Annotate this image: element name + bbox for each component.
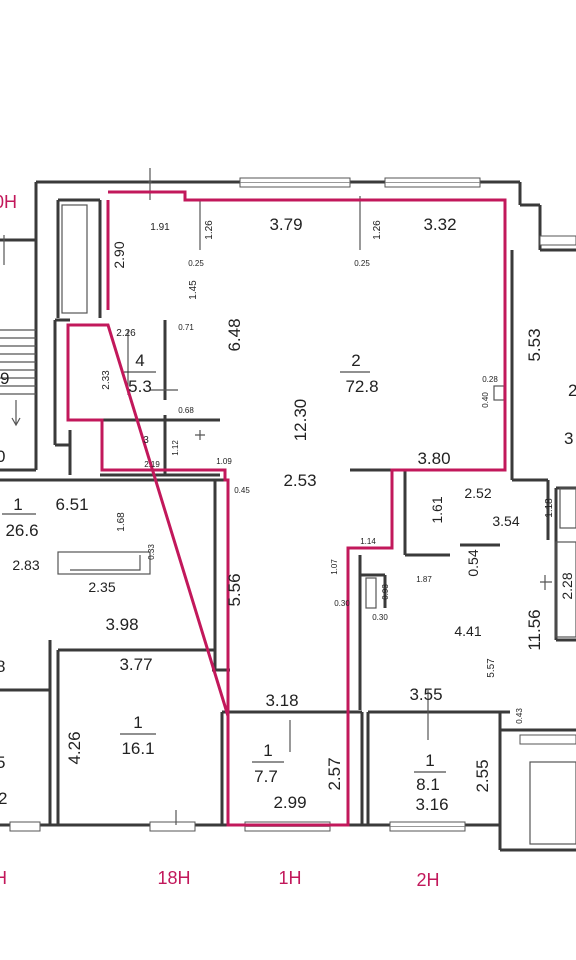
- room-area-4: 5.3: [128, 377, 152, 396]
- room-number-left2: 1: [133, 713, 142, 732]
- dim-1-07: 1.07: [330, 559, 339, 575]
- dim-0-25a: 0.25: [188, 259, 204, 268]
- edge-fragments: 0H 9 0 8 5 2 2 3 H: [0, 192, 576, 888]
- dim-5-56: 5.56: [225, 573, 244, 606]
- dim-1-91: 1.91: [150, 222, 170, 233]
- entrance-18h: 18H: [157, 868, 190, 888]
- dim-0-40: 0.40: [481, 392, 490, 408]
- entrance-labels: 18H 1H 2H: [157, 868, 439, 890]
- dim-2-26: 2.26: [116, 328, 136, 339]
- room-area-bottom-mid: 7.7: [254, 767, 278, 786]
- dim-2-53: 2.53: [283, 471, 316, 490]
- dim-1-12: 1.12: [171, 440, 180, 456]
- dim-1-61: 1.61: [429, 496, 445, 523]
- dim-2-83: 2.83: [12, 557, 39, 573]
- room-area-main: 72.8: [345, 377, 378, 396]
- dim-1-26b: 1.26: [372, 220, 383, 240]
- dim-2-52: 2.52: [464, 485, 491, 501]
- dim-1-45: 1.45: [188, 280, 199, 300]
- dim-0-45: 0.45: [234, 486, 250, 495]
- dim-4-41: 4.41: [454, 623, 481, 639]
- dim-2-28: 2.28: [559, 572, 575, 599]
- dim-0-93: 0.93: [381, 584, 390, 600]
- room-number-left: 1: [13, 495, 22, 514]
- dim-3-16: 3.16: [415, 795, 448, 814]
- fixtures: [0, 168, 576, 845]
- dim-3-79: 3.79: [269, 215, 302, 234]
- dim-3-98: 3.98: [105, 615, 138, 634]
- left-fragment-8: 8: [0, 657, 5, 676]
- dim-3-80: 3.80: [417, 449, 450, 468]
- room-number-3: 3: [143, 435, 149, 446]
- room-area-left: 26.6: [5, 521, 38, 540]
- dim-0-43: 0.43: [515, 708, 524, 724]
- dim-2-35: 2.35: [88, 579, 115, 595]
- entrance-top-left-fragment: 0H: [0, 192, 17, 212]
- dim-6-51: 6.51: [55, 495, 88, 514]
- dim-0-30a: 0.30: [334, 599, 350, 608]
- dim-0-71: 0.71: [178, 323, 194, 332]
- right-fragment-2: 2: [568, 381, 576, 400]
- dim-3-55: 3.55: [409, 685, 442, 704]
- dim-5-57: 5.57: [486, 658, 497, 678]
- dim-1-26a: 1.26: [204, 220, 215, 240]
- dim-3-77: 3.77: [119, 655, 152, 674]
- dim-2-19: 2.19: [144, 460, 160, 469]
- left-fragment-9: 9: [0, 369, 9, 388]
- dim-1-87: 1.87: [416, 575, 432, 584]
- room-number-4: 4: [135, 351, 144, 370]
- dim-4-26: 4.26: [65, 731, 84, 764]
- entrance-bottom-left-fragment: H: [0, 868, 7, 888]
- windows: [9, 177, 576, 832]
- dim-0-30b: 0.30: [372, 613, 388, 622]
- dim-3-18: 3.18: [265, 691, 298, 710]
- dim-1-14: 1.14: [360, 537, 376, 546]
- room-labels: 2 72.8 4 5.3 3 1 26.6 1 16.1 1 7.7 1 8.1: [2, 351, 446, 794]
- dim-1-18: 1.18: [544, 498, 555, 518]
- right-fragment-3: 3: [564, 429, 573, 448]
- dim-0-33: 0.33: [147, 544, 156, 560]
- dim-2-55: 2.55: [473, 759, 492, 792]
- dim-0-25b: 0.25: [354, 259, 370, 268]
- dim-2-99: 2.99: [273, 793, 306, 812]
- dim-2-57: 2.57: [325, 757, 344, 790]
- left-fragment-2: 2: [0, 789, 7, 808]
- room-area-left2: 16.1: [121, 739, 154, 758]
- room-number-bottom-right: 1: [425, 751, 434, 770]
- entrance-1h: 1H: [278, 868, 301, 888]
- room-number-main: 2: [351, 351, 360, 370]
- dim-2-33: 2.33: [101, 370, 112, 390]
- dim-3-54: 3.54: [492, 513, 519, 529]
- dim-1-09: 1.09: [216, 457, 232, 466]
- dim-3-32: 3.32: [423, 215, 456, 234]
- highlighted-unit-outline: [66, 190, 507, 827]
- room-number-bottom-mid: 1: [263, 741, 272, 760]
- dim-0-28: 0.28: [482, 375, 498, 384]
- dim-6-48: 6.48: [225, 318, 244, 351]
- dim-5-53: 5.53: [525, 328, 544, 361]
- dim-0-54: 0.54: [465, 549, 481, 576]
- left-fragment-0: 0: [0, 447, 5, 466]
- left-fragment-5: 5: [0, 753, 5, 772]
- dim-12-30: 12.30: [291, 399, 310, 442]
- dim-11-56: 11.56: [525, 609, 544, 650]
- room-area-bottom-right: 8.1: [416, 775, 440, 794]
- dim-2-90: 2.90: [111, 241, 127, 268]
- entrance-2h: 2H: [416, 870, 439, 890]
- dimension-labels: 1.91 1.26 3.79 1.26 3.32 2.90 0.25 0.25 …: [12, 215, 575, 814]
- dim-0-68: 0.68: [178, 406, 194, 415]
- dim-1-68: 1.68: [116, 512, 127, 532]
